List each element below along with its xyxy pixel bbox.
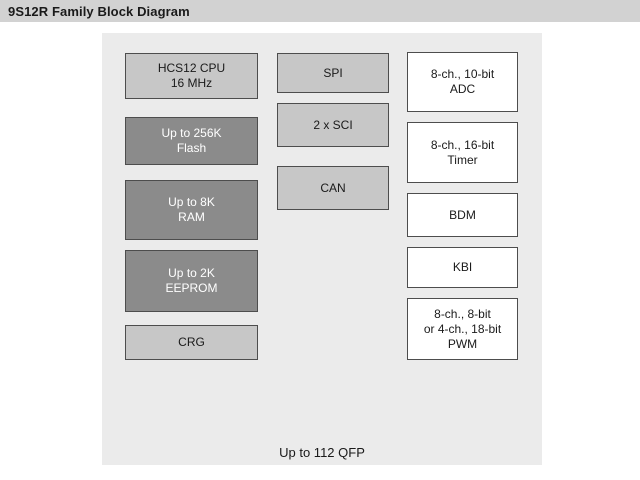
block-can: CAN: [277, 166, 389, 210]
block-kbi: KBI: [407, 247, 518, 288]
block-diagram-canvas: HCS12 CPU 16 MHz Up to 256K Flash Up to …: [102, 33, 542, 465]
block-timer: 8-ch., 16-bit Timer: [407, 122, 518, 183]
package-note: Up to 112 QFP: [279, 445, 365, 460]
block-crg: CRG: [125, 325, 258, 360]
block-spi: SPI: [277, 53, 389, 93]
block-adc: 8-ch., 10-bit ADC: [407, 52, 518, 112]
page-title: 9S12R Family Block Diagram: [8, 3, 190, 19]
block-bdm: BDM: [407, 193, 518, 237]
block-pwm: 8-ch., 8-bit or 4-ch., 18-bit PWM: [407, 298, 518, 360]
block-flash: Up to 256K Flash: [125, 117, 258, 165]
block-sci: 2 x SCI: [277, 103, 389, 147]
title-bar: 9S12R Family Block Diagram: [0, 0, 640, 22]
block-hcs12-cpu: HCS12 CPU 16 MHz: [125, 53, 258, 99]
block-eeprom: Up to 2K EEPROM: [125, 250, 258, 312]
block-ram: Up to 8K RAM: [125, 180, 258, 240]
